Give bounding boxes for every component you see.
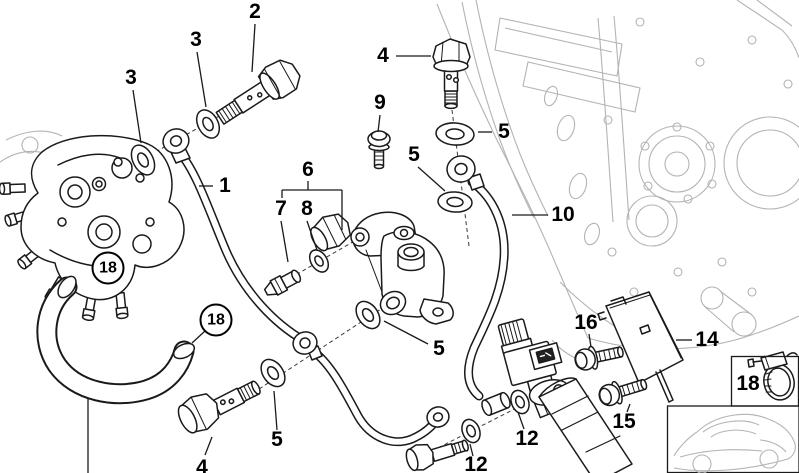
hose-clamp-18: [747, 351, 798, 401]
callout-2-0: 2: [249, 0, 261, 23]
oil-pump-unit: [0, 134, 185, 322]
banjo-bolt-4-top: [432, 38, 471, 110]
callout-9-4: 9: [374, 91, 386, 114]
oil-pipe-1: [162, 128, 303, 342]
callout-8-10: 8: [301, 197, 313, 220]
bolt-9: [367, 130, 391, 170]
bolt-15: [598, 378, 648, 407]
bolt-16: [574, 345, 624, 371]
threaded-nipple: [263, 269, 302, 296]
callout-12-21: 12: [464, 453, 488, 473]
sealing-washers: [130, 109, 530, 444]
banjo-eye-spipe-left: [292, 331, 318, 355]
callout-15-18: 15: [612, 410, 636, 433]
banjo-neck: [467, 173, 485, 191]
banjo-bolt-bottom-center: [405, 439, 469, 472]
callout-18-12: 18: [91, 251, 125, 285]
callout-14-15: 14: [695, 328, 719, 351]
oil-pipe-10: [446, 155, 509, 401]
callout-7-9: 7: [275, 197, 287, 220]
callout-5-5: 5: [498, 120, 510, 143]
banjo-eye-pipe1-top: [162, 128, 190, 154]
callout-18-17: 18: [736, 372, 760, 395]
callout-6-7: 6: [302, 158, 314, 181]
oil-pipe-lower: [292, 331, 450, 447]
callout-1-8: 1: [219, 174, 231, 197]
callout-leader-lines: [87, 23, 692, 473]
callout-18-13: 18: [199, 303, 233, 337]
bracket-plate-14: [597, 291, 684, 403]
engine-background-drawing: [0, 0, 799, 365]
callout-3-1: 3: [190, 28, 202, 51]
banjo-eye-spipe-right: [426, 406, 450, 428]
callout-3-2: 3: [125, 66, 137, 89]
callout-4-22: 4: [196, 456, 208, 473]
union-bushing: [481, 391, 511, 417]
hose-18: [36, 275, 196, 405]
callout-16-14: 16: [574, 311, 598, 334]
callout-4-3: 4: [377, 44, 389, 67]
callout-10-11: 10: [551, 203, 575, 226]
callout-5-6: 5: [408, 143, 420, 166]
oil-pressure-valve-body: [350, 211, 454, 325]
screw-plug-cap: [310, 213, 352, 252]
protective-sleeve: [538, 377, 633, 473]
callout-5-16: 5: [433, 337, 445, 360]
banjo-bolt-2: [215, 59, 301, 125]
banjo-eye-pipe10-top: [446, 155, 476, 183]
banjo-bolt-4-bottom: [177, 380, 261, 434]
car-silhouette-inset: [673, 413, 796, 473]
callout-5-20: 5: [271, 428, 283, 451]
callout-12-19: 12: [515, 427, 539, 450]
